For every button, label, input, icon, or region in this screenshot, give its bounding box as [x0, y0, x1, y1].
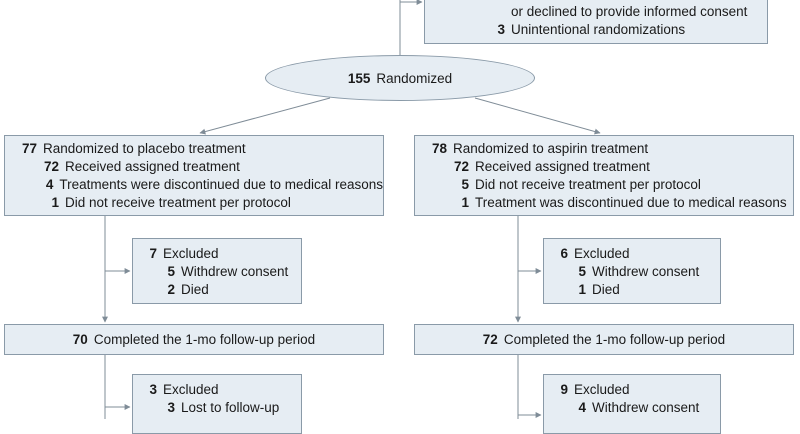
placebo-completed-box: 70 Completed the 1-mo follow-up period: [4, 324, 384, 355]
placebo-excluded-box-2: 3 Excluded 3 Lost to follow-up: [132, 374, 302, 434]
aspirin-item: 1 Treatment was discontinued due to medi…: [461, 195, 787, 210]
randomized-label: Randomized: [376, 70, 453, 86]
aspirin-header: 78 Randomized to aspirin treatment: [431, 141, 649, 156]
excluded-item: 5 Withdrew consent: [578, 264, 700, 279]
aspirin-item: 5 Did not receive treatment per protocol: [461, 177, 701, 192]
aspirin-item: 72 Received assigned treatment: [453, 159, 650, 174]
placebo-item: 1 Did not receive treatment per protocol: [51, 195, 291, 210]
excluded-header: 9 Excluded: [560, 382, 630, 397]
aspirin-arm-box: 78 Randomized to aspirin treatment 72 Re…: [414, 135, 794, 216]
randomized-count: 155: [347, 70, 371, 86]
connector-to-placebo: [199, 97, 331, 135]
excluded-header: 3 Excluded: [149, 382, 219, 397]
placebo-excluded-box-1: 7 Excluded 5 Withdrew consent 2 Died: [132, 238, 302, 304]
placebo-arm-box: 77 Randomized to placebo treatment 72 Re…: [4, 135, 384, 216]
excluded-item: 2 Died: [167, 282, 209, 297]
excluded-item: 4 Withdrew consent: [578, 400, 700, 415]
top-box-line: or declined to provide informed consent: [511, 4, 748, 19]
placebo-item: 72 Received assigned treatment: [43, 159, 240, 174]
excluded-item: 1 Died: [578, 282, 620, 297]
placebo-item: 4 Treatments were discontinued due to me…: [45, 177, 383, 192]
aspirin-excluded-box-2: 9 Excluded 4 Withdrew consent: [543, 374, 721, 434]
top-exclusion-box: or declined to provide informed consent …: [424, 0, 768, 44]
connector-lines: [102, 0, 601, 419]
connector-to-aspirin: [474, 97, 601, 135]
excluded-item: 3 Lost to follow-up: [167, 400, 280, 415]
aspirin-completed-box: 72 Completed the 1-mo follow-up period: [414, 324, 794, 355]
randomized-ellipse: 155 Randomized: [265, 55, 535, 101]
excluded-item: 5 Withdrew consent: [167, 264, 289, 279]
placebo-header: 77 Randomized to placebo treatment: [21, 141, 246, 156]
top-box-line: 3 Unintentional randomizations: [497, 22, 686, 37]
aspirin-excluded-box-1: 6 Excluded 5 Withdrew consent 1 Died: [543, 238, 721, 304]
excluded-header: 7 Excluded: [149, 246, 219, 261]
excluded-header: 6 Excluded: [560, 246, 630, 261]
